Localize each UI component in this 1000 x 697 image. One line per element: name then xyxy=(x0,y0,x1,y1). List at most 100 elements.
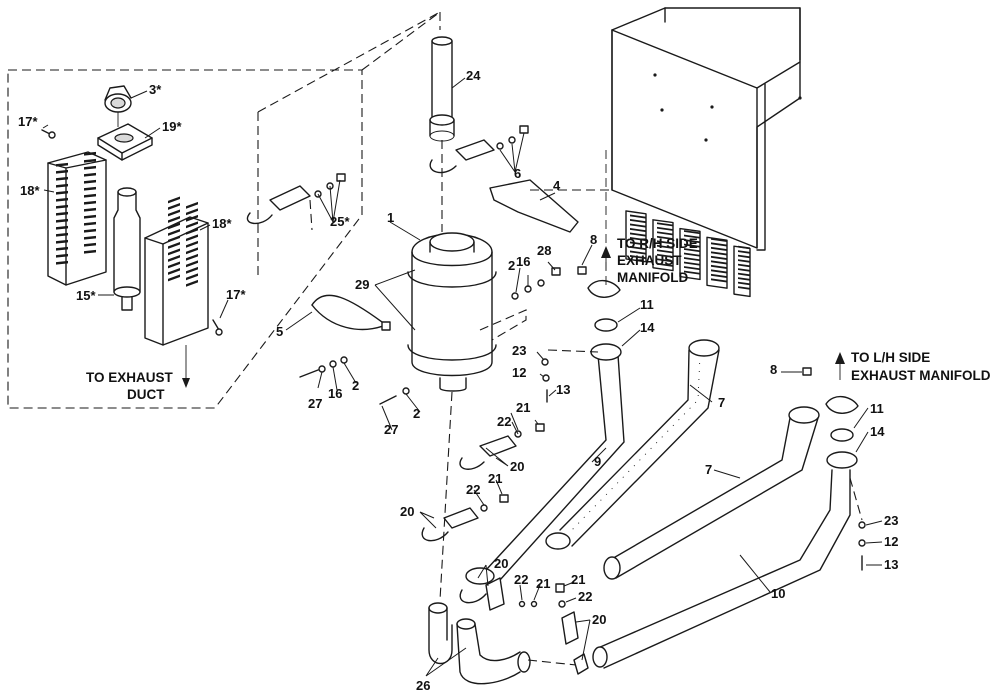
callout-26: 26 xyxy=(416,678,430,693)
housing-louver-slots-1-slot xyxy=(630,214,646,219)
screw-17-top xyxy=(41,129,56,139)
callout-16-upper: 16 xyxy=(516,254,530,269)
housing-louver-slots-1-slot xyxy=(630,237,646,242)
housing-louver-slots-3-slot xyxy=(684,261,700,266)
callout-27-lower: 27 xyxy=(384,422,398,437)
notes: TO R/H SIDE EXHAUST MANIFOLD TO L/H SIDE… xyxy=(86,236,991,402)
callout-22-middle: 22 xyxy=(466,482,480,497)
right-shield-vents-2-slot xyxy=(186,273,198,281)
leader-lines xyxy=(42,77,883,677)
housing-louver-slots-1 xyxy=(630,214,646,260)
note-rh-line3: MANIFOLD xyxy=(617,270,688,285)
housing-louver-slots-4-slot xyxy=(711,242,727,247)
housing-louver-slots-4-slot xyxy=(711,255,727,260)
right-shield-vents-slot xyxy=(168,228,180,236)
callout-10: 10 xyxy=(771,586,785,601)
housing-louver-slots-5-slot xyxy=(738,245,750,250)
clamp-20-lower xyxy=(459,577,538,611)
screw-17-bottom xyxy=(212,319,223,336)
housing-louver-slots-2-slot xyxy=(657,244,673,249)
right-shield-vents-2-slot xyxy=(186,279,198,287)
right-shield-vents-slot xyxy=(168,254,180,262)
housing-louver-slots-5-slot xyxy=(738,259,750,263)
housing-louver-slots-4-slot xyxy=(711,246,727,251)
housing-louver-slots-3-slot xyxy=(684,248,700,253)
callout-28: 28 xyxy=(537,243,551,258)
callout-22-upper: 22 xyxy=(497,414,511,429)
callout-2-left: 2 xyxy=(352,378,359,393)
right-shield-vents-slot xyxy=(168,267,180,275)
callout-23-right: 23 xyxy=(884,513,898,528)
callout-25: 25* xyxy=(330,214,350,229)
right-shield-vents-slot xyxy=(168,209,180,217)
housing-louver-slots-2 xyxy=(657,222,673,267)
right-shield-vents-slot xyxy=(168,274,180,282)
clamp-6 xyxy=(429,125,529,174)
callout-24: 24 xyxy=(466,68,481,83)
callout-20-middle: 20 xyxy=(400,504,414,519)
callout-7-upper: 7 xyxy=(718,395,725,410)
right-shield-vents-2 xyxy=(186,201,198,287)
rh-flange-stack xyxy=(577,150,622,361)
right-shield-vents-2-slot xyxy=(186,234,198,242)
strap-5 xyxy=(311,294,391,331)
callout-2-lower: 2 xyxy=(413,406,420,421)
housing-louver-slots-3-slot xyxy=(684,270,700,275)
callout-13-right: 13 xyxy=(884,557,898,572)
callout-13-left: 13 xyxy=(556,382,570,397)
left-shield-vents-2-slot xyxy=(84,242,96,247)
callout-9: 9 xyxy=(594,454,601,469)
left-shield-vents-slot xyxy=(56,246,68,251)
left-shield-vents-2-slot xyxy=(84,228,96,233)
left-shield-vents-2-slot xyxy=(84,158,96,163)
right-shield-vents-2-slot xyxy=(186,208,198,216)
clamp-25 xyxy=(246,173,346,225)
callout-20-lower: 20 xyxy=(494,556,508,571)
muffler xyxy=(407,232,497,392)
callout-14-rh: 14 xyxy=(640,320,655,335)
callout-18-right: 18* xyxy=(212,216,232,231)
left-shield-vents-2-slot xyxy=(84,172,96,177)
housing-louver-slots-1-slot xyxy=(630,232,646,237)
callout-4: 4 xyxy=(553,178,561,193)
housing-louver-slots-4-slot xyxy=(711,251,727,256)
inset-enclosure xyxy=(7,11,441,409)
callout-6: 6 xyxy=(514,166,521,181)
housing-louver-slots-4-slot xyxy=(711,260,727,265)
callout-7-lower: 7 xyxy=(705,462,712,477)
inner-muffler xyxy=(113,187,141,311)
housing-louver-slots-5-slot xyxy=(738,281,750,286)
fastener-set-upper xyxy=(299,356,348,378)
housing-louver-slots-5-slot xyxy=(738,268,750,272)
housing-louver-slots-5 xyxy=(738,245,750,290)
callout-labels: 3* 19* 17* 18* 18* 15* 17* 25* 1 29 5 27… xyxy=(18,68,898,693)
left-shield-vents-slot xyxy=(56,218,68,223)
housing-louver-slots-5-slot xyxy=(738,272,750,277)
housing-louver-slots-2-slot xyxy=(657,249,673,254)
callout-21-middle: 21 xyxy=(488,471,502,486)
left-shield-vents-slot xyxy=(56,190,68,195)
housing-louver-slots-3 xyxy=(684,230,700,275)
housing-louver-slots-1-slot xyxy=(630,255,646,260)
callout-3: 3* xyxy=(149,82,162,97)
housing-louver-slots-3-slot xyxy=(684,234,700,239)
housing-louver-slots-1-slot xyxy=(630,223,646,228)
callout-27-upper: 27 xyxy=(308,396,322,411)
callout-21-right: 21 xyxy=(571,572,585,587)
callout-23-left: 23 xyxy=(512,343,526,358)
left-shield-vents-2-slot xyxy=(84,200,96,205)
clamp-20-middle xyxy=(421,494,509,542)
left-shield-vents-2-slot xyxy=(84,179,96,184)
left-shield-vents-slot xyxy=(56,225,68,230)
callout-1: 1 xyxy=(387,210,394,225)
housing-louver-slots-5-slot xyxy=(738,250,750,254)
left-shield-vents-slot xyxy=(56,260,68,265)
left-shield-vents-2-slot xyxy=(84,249,96,254)
left-shield-vents-slot xyxy=(56,197,68,202)
housing-louver-slots-4-slot xyxy=(711,237,727,242)
left-shield-vents xyxy=(56,162,68,265)
callout-11-lh: 11 xyxy=(870,401,884,416)
left-shield-vents-slot xyxy=(56,162,68,167)
stack-pipe xyxy=(429,36,455,142)
